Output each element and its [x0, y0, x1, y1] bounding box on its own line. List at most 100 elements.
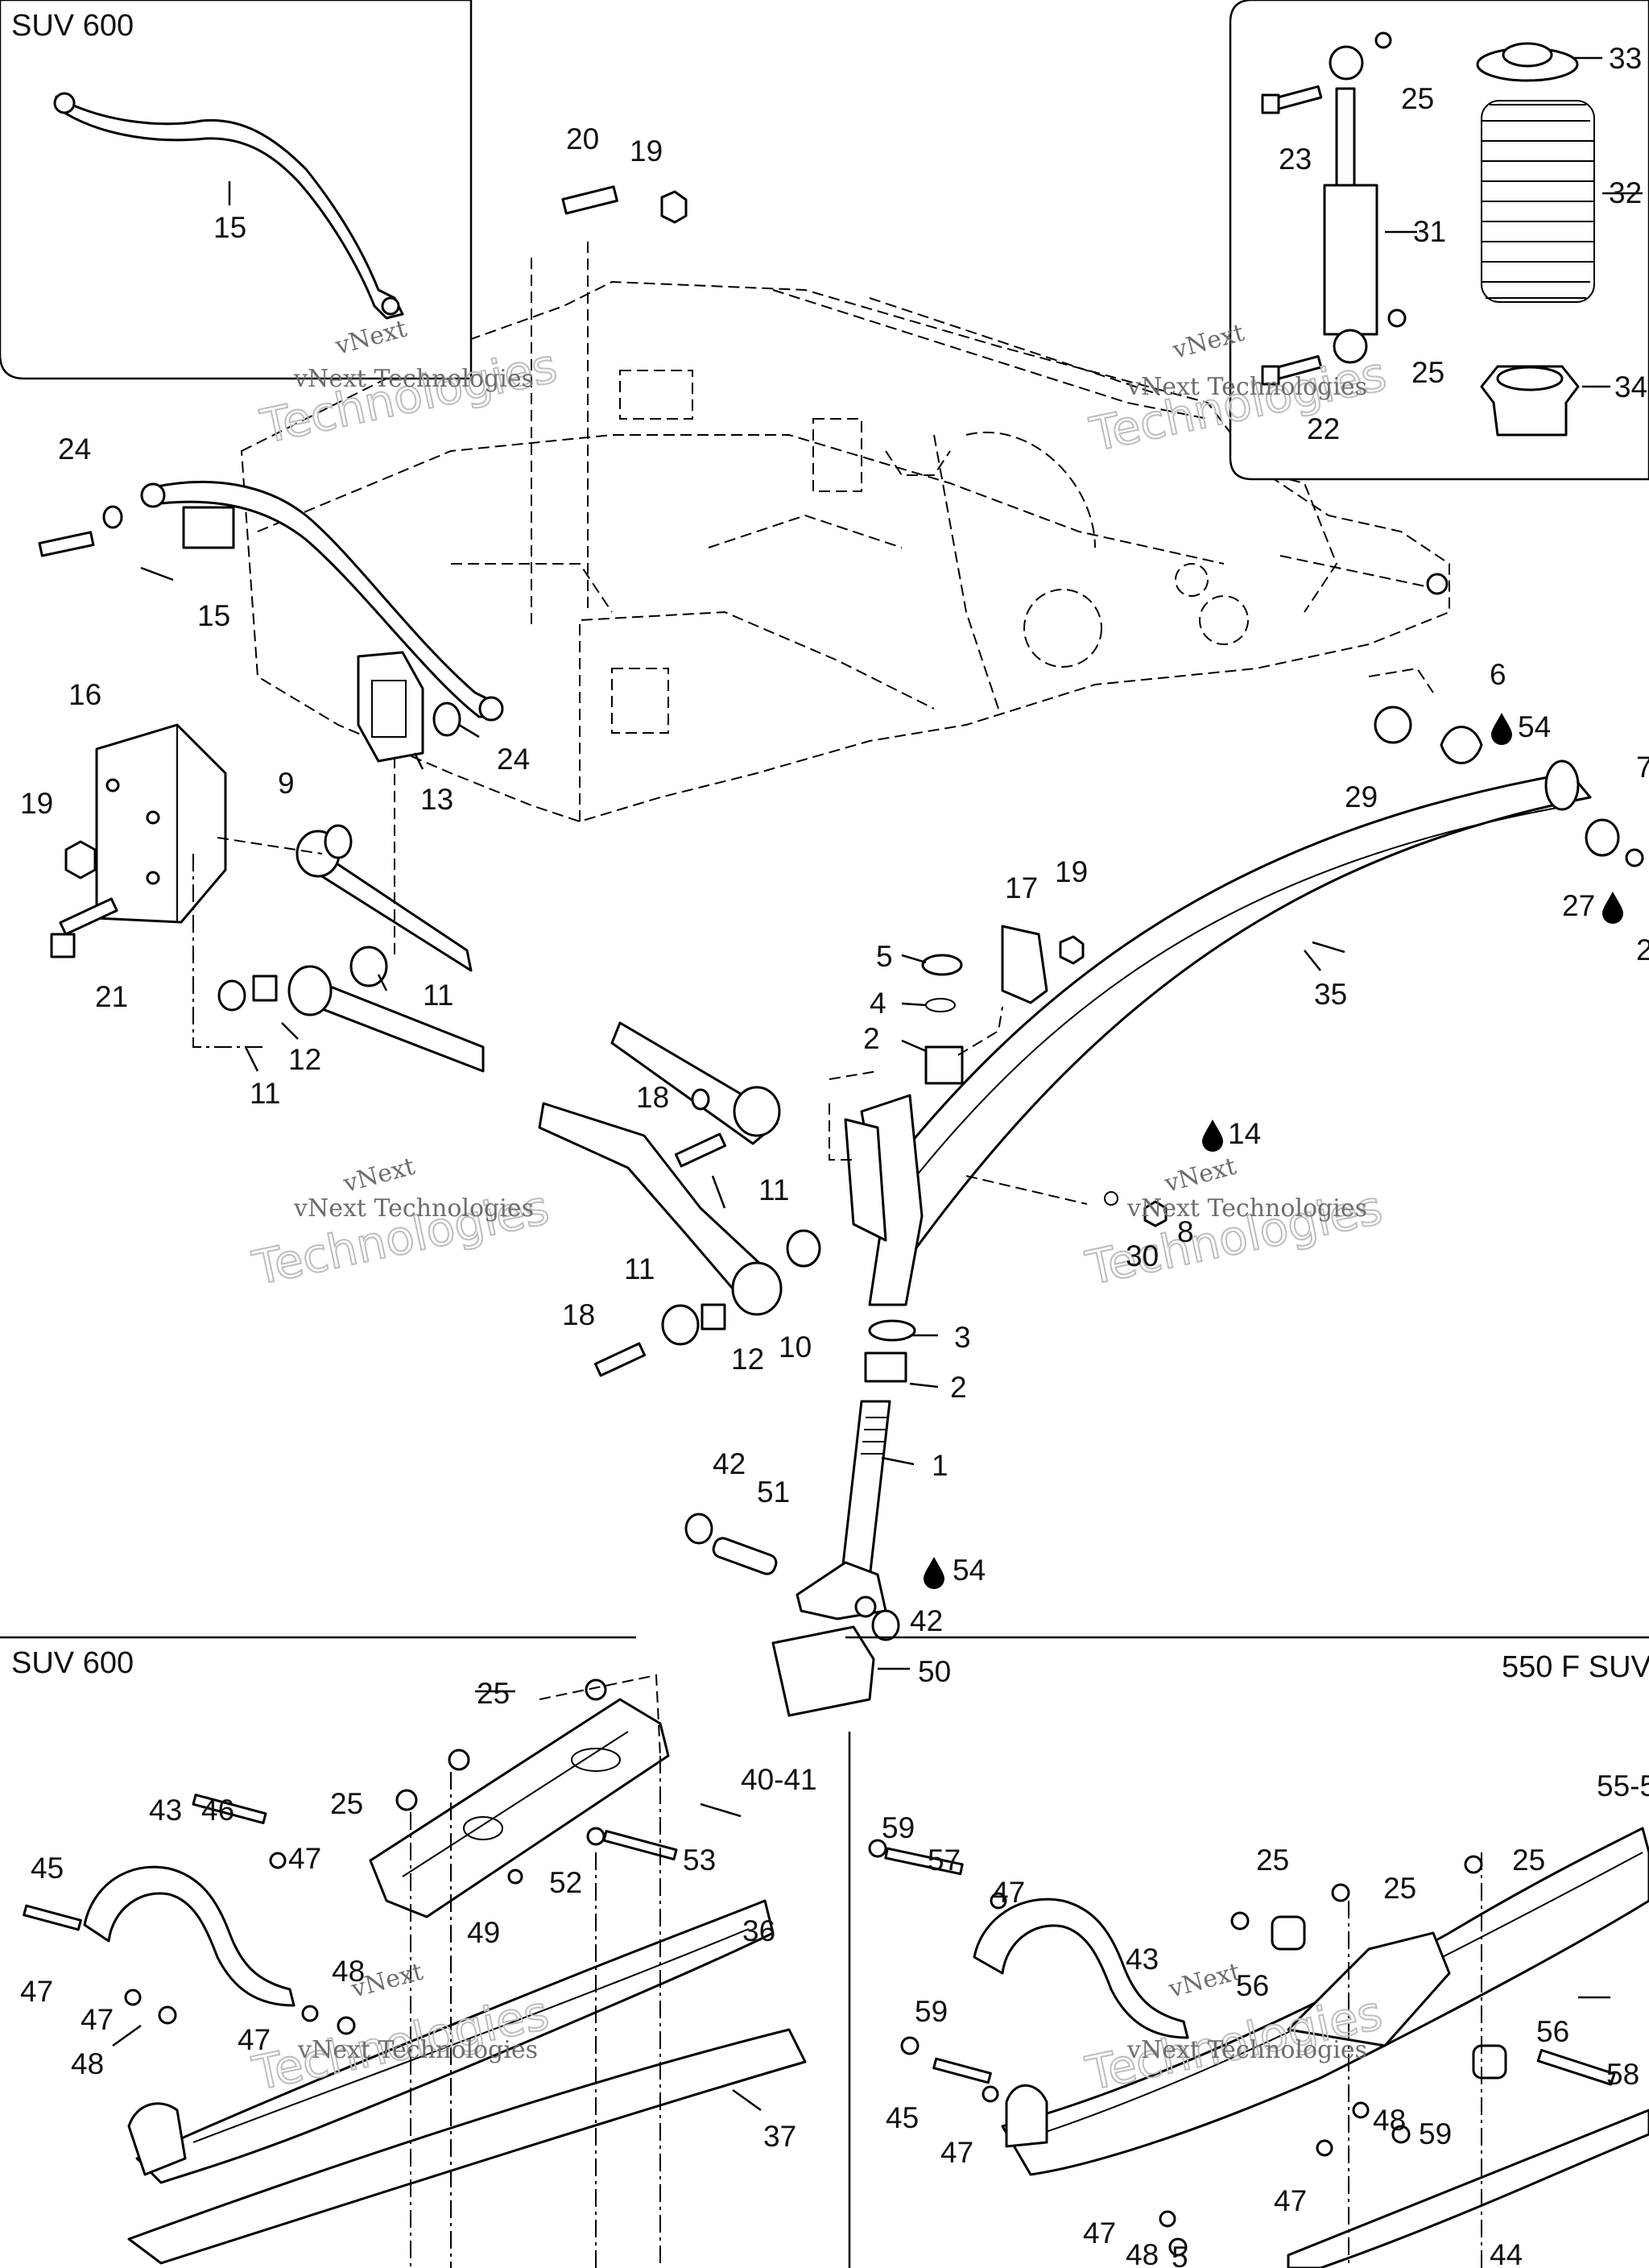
watermark-line1: vNext — [1161, 1153, 1239, 1198]
washer-52 — [586, 1827, 605, 1846]
callout-13: 13 — [420, 783, 453, 816]
nut-25-leg — [395, 1789, 418, 1811]
nut-19-top — [660, 190, 688, 224]
callout-42: 42 — [910, 1604, 943, 1637]
callout-19: 19 — [630, 135, 663, 168]
callout-48: 48 — [71, 2047, 104, 2080]
inset-title: 550 F SUV — [1502, 1650, 1649, 1684]
ring-7 — [1585, 818, 1620, 857]
callout-32: 32 — [1609, 176, 1642, 209]
inset-suv600-top: SUV 600 — [0, 0, 473, 380]
oil-drop-icon — [1202, 1120, 1223, 1152]
callout-labels: 15 20 19 23 25 31 25 22 33 32 34 24 15 2… — [20, 42, 1649, 2268]
nut-18-upper — [691, 1088, 710, 1111]
bushing-2-bottom — [864, 1351, 907, 1383]
ski-36 — [127, 1899, 775, 2184]
washer-27 — [1625, 848, 1644, 867]
nut-59-top — [868, 1839, 887, 1858]
callout-11: 11 — [423, 979, 453, 1012]
bolt-23 — [1261, 85, 1323, 114]
callout-35: 35 — [1314, 978, 1347, 1011]
callout-47: 47 — [1274, 2184, 1307, 2217]
inset-title: SUV 600 — [11, 9, 134, 43]
callout-54: 54 — [1518, 710, 1551, 743]
inset-shock — [1229, 0, 1649, 481]
bolt-45-right — [932, 2057, 992, 2084]
ski-leg-40-41 — [369, 1698, 670, 1918]
nut-25-leg-mid — [448, 1749, 470, 1771]
watermark-line2: vNext Technologies — [293, 1194, 534, 1223]
callout-16: 16 — [68, 678, 101, 711]
callout-23: 23 — [1279, 143, 1312, 176]
nut-25-top — [1374, 31, 1392, 49]
washer-30 — [1104, 1191, 1118, 1206]
callout-22: 22 — [1307, 412, 1340, 445]
watermark-line1: vNext — [1165, 1958, 1243, 2004]
bolt-53 — [602, 1830, 678, 1860]
callout-27: 27 — [1562, 889, 1595, 922]
callout-37: 37 — [763, 2120, 796, 2153]
bolt-20 — [561, 185, 618, 215]
callout-31: 31 — [1413, 215, 1446, 248]
callout-59: 59 — [882, 1811, 915, 1844]
nut-48-right — [337, 2016, 356, 2035]
ring-4 — [925, 998, 956, 1012]
callout-47: 47 — [81, 2003, 114, 2036]
trailing-arm-35 — [876, 759, 1592, 1258]
callout-53: 53 — [683, 1844, 716, 1877]
nut-48-r — [1168, 2237, 1188, 2257]
callout-47: 47 — [992, 1876, 1025, 1909]
oil-drop-icon — [924, 1557, 944, 1589]
callout-24: 24 — [58, 432, 91, 466]
callout-56: 56 — [1536, 2015, 1569, 2048]
callout-40-41: 40-41 — [741, 1763, 817, 1796]
nut-25-r2 — [1331, 1883, 1350, 1902]
callout-11: 11 — [250, 1077, 280, 1110]
callout-11: 11 — [624, 1252, 655, 1285]
callout-58: 58 — [1606, 2058, 1639, 2091]
callout-3: 3 — [954, 1321, 971, 1354]
bracket-16 — [50, 723, 227, 958]
callout-18: 18 — [562, 1298, 595, 1331]
runner-37 — [127, 2028, 807, 2265]
nut-42-right — [871, 1609, 900, 1641]
callout-25: 25 — [1411, 356, 1444, 389]
callout-9: 9 — [278, 767, 295, 800]
bushing-56-right — [1472, 2044, 1507, 2080]
watermark-line2: vNext Technologies — [293, 365, 534, 393]
callout-19: 19 — [1055, 855, 1088, 888]
callout-47: 47 — [1083, 2216, 1116, 2249]
washer-47-top — [269, 1852, 287, 1869]
callout-46: 46 — [201, 1794, 234, 1827]
callout-19: 19 — [20, 787, 53, 820]
lower-control-arm-10 — [217, 946, 821, 1346]
stabilizer-bar-15 — [53, 92, 404, 320]
nut-48-left — [158, 2005, 177, 2025]
oil-drop-icon — [1491, 713, 1512, 745]
callout-47: 47 — [940, 2136, 973, 2169]
callout-59: 59 — [915, 1995, 948, 2028]
callout-8: 8 — [1177, 1215, 1194, 1248]
bolt-57 — [884, 1847, 964, 1876]
callout-42: 42 — [713, 1447, 746, 1480]
callout-25: 25 — [1256, 1844, 1289, 1877]
watermark-line2: vNext Technologies — [1126, 2036, 1367, 2064]
callout-57: 57 — [928, 1844, 961, 1877]
cap-5 — [921, 954, 963, 976]
inset-title: SUV 600 — [11, 1646, 134, 1680]
callout-25: 25 — [477, 1677, 510, 1710]
callout-5: 5 — [1172, 2241, 1188, 2268]
callout-15: 15 — [197, 599, 230, 632]
ski-55 — [1001, 1827, 1649, 2176]
callout-47: 47 — [20, 1975, 53, 2008]
oil-drop-icon — [1602, 892, 1623, 924]
watermark-line1: vNext — [340, 1153, 418, 1198]
callout-17: 17 — [1005, 871, 1038, 904]
spring-seat-33 — [1476, 42, 1579, 82]
spindle-1 — [796, 1400, 891, 1620]
washer-29 — [1374, 706, 1412, 744]
callout-12: 12 — [288, 1043, 321, 1076]
callout-45: 45 — [31, 1852, 64, 1885]
bushing-51 — [712, 1537, 778, 1575]
